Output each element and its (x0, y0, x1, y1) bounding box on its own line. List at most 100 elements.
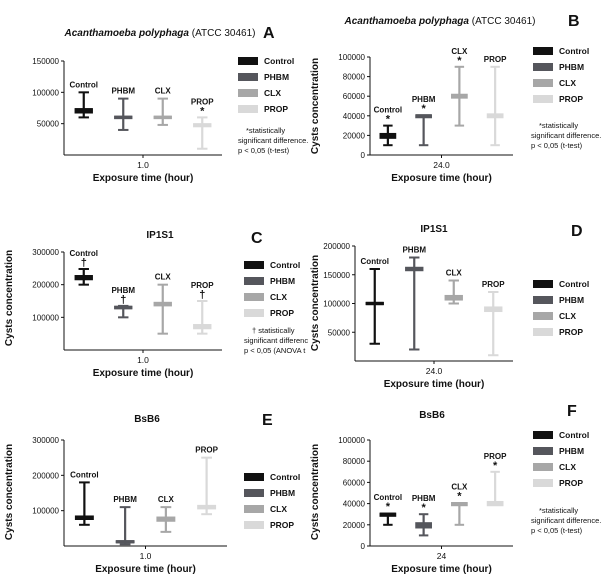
group-label: PHBM (412, 494, 436, 503)
panel-title: BsB6 (134, 414, 160, 425)
x-tick-label: 24.0 (426, 366, 443, 376)
legend-swatch (533, 95, 553, 103)
box-prop (486, 470, 504, 507)
y-axis-label: Cysts concentration (4, 444, 15, 540)
legend-swatch (533, 280, 553, 288)
legend-swatch (533, 479, 553, 487)
box-prop (197, 456, 217, 516)
panel-letter: B (568, 13, 580, 30)
significance-mark: * (421, 502, 426, 514)
legend-label: CLX (559, 78, 576, 88)
y-tick-label: 20000 (343, 131, 366, 140)
legend-swatch (244, 261, 264, 269)
panel-letter: F (567, 403, 577, 420)
y-tick-label: 200000 (323, 242, 350, 251)
panel-title-main: IP1S1 (420, 224, 448, 235)
significance-mark: * (457, 55, 462, 67)
box-clx (451, 502, 468, 526)
box-control (365, 268, 384, 345)
box-phbm (415, 513, 432, 537)
box-prop (486, 65, 504, 147)
legend-swatch (244, 293, 264, 301)
x-axis-label: Exposure time (hour) (93, 368, 194, 379)
y-tick-label: 200000 (32, 281, 59, 290)
legend-label: PHBM (270, 488, 295, 498)
stat-note-line: significant difference. (531, 131, 601, 140)
panel-title: BsB6 (419, 410, 445, 421)
legend-swatch (238, 57, 258, 65)
legend-swatch (533, 431, 553, 439)
y-tick-label: 100000 (323, 300, 350, 309)
x-axis-label: Exposure time (hour) (93, 173, 194, 184)
panel-letter: E (262, 412, 273, 429)
y-axis-label: Cysts concentration (310, 255, 321, 351)
y-tick-label: 100000 (338, 53, 365, 62)
legend-swatch (533, 312, 553, 320)
legend-swatch (238, 89, 258, 97)
significance-mark: † (120, 294, 126, 306)
group-label: PHBM (111, 87, 135, 96)
legend-label: CLX (559, 311, 576, 321)
box-phbm (415, 114, 432, 147)
box-control (74, 267, 93, 286)
panel-title: Acanthamoeba polyphaga (ATCC 30461) (344, 16, 536, 27)
group-label: PHBM (111, 286, 135, 295)
y-tick-label: 100000 (338, 436, 365, 445)
legend-swatch (533, 63, 553, 71)
significance-mark: * (457, 491, 462, 503)
legend-swatch (533, 79, 553, 87)
legend-label: CLX (270, 504, 287, 514)
legend-swatch (244, 489, 264, 497)
group-label: PROP (195, 446, 218, 455)
y-tick-label: 80000 (343, 73, 366, 82)
legend-label: PROP (559, 327, 583, 337)
stat-note-line: p < 0,05 (ANOVA t (244, 346, 306, 355)
y-tick-label: 150000 (32, 57, 59, 66)
legend-swatch (244, 505, 264, 513)
x-axis-label: Exposure time (hour) (95, 564, 196, 575)
group-label: CLX (451, 47, 468, 56)
box-prop (193, 300, 212, 335)
y-tick-label: 50000 (328, 328, 351, 337)
group-label: Control (70, 470, 98, 479)
significance-mark: † (199, 289, 205, 301)
group-label: CLX (155, 273, 172, 282)
box-phbm (405, 256, 424, 351)
significance-mark: * (386, 114, 391, 126)
legend-swatch (533, 447, 553, 455)
group-label: PROP (191, 281, 214, 290)
legend-label: CLX (264, 88, 281, 98)
group-label: Control (70, 249, 98, 258)
box-phbm (114, 97, 133, 131)
legend-swatch (533, 296, 553, 304)
y-tick-label: 100000 (32, 313, 59, 322)
y-tick-label: 150000 (323, 271, 350, 280)
significance-mark: * (200, 105, 205, 117)
legend-label: Control (264, 56, 294, 66)
box-prop (193, 116, 212, 150)
box-clx (444, 279, 463, 305)
legend-swatch (238, 73, 258, 81)
box-clx (153, 97, 172, 126)
y-tick-label: 300000 (32, 436, 59, 445)
box-control (379, 124, 397, 147)
group-label: CLX (446, 269, 463, 278)
y-tick-label: 60000 (343, 92, 366, 101)
panel-title: IP1S1 (146, 230, 174, 241)
y-tick-label: 60000 (343, 478, 366, 487)
legend-label: PROP (264, 104, 288, 114)
legend-label: PROP (270, 520, 294, 530)
legend-label: CLX (559, 462, 576, 472)
group-label: PROP (191, 97, 214, 106)
stat-note-line: p < 0,05 (t-test) (531, 141, 583, 150)
group-label: PHBM (402, 246, 426, 255)
x-tick-label: 24 (437, 551, 447, 561)
